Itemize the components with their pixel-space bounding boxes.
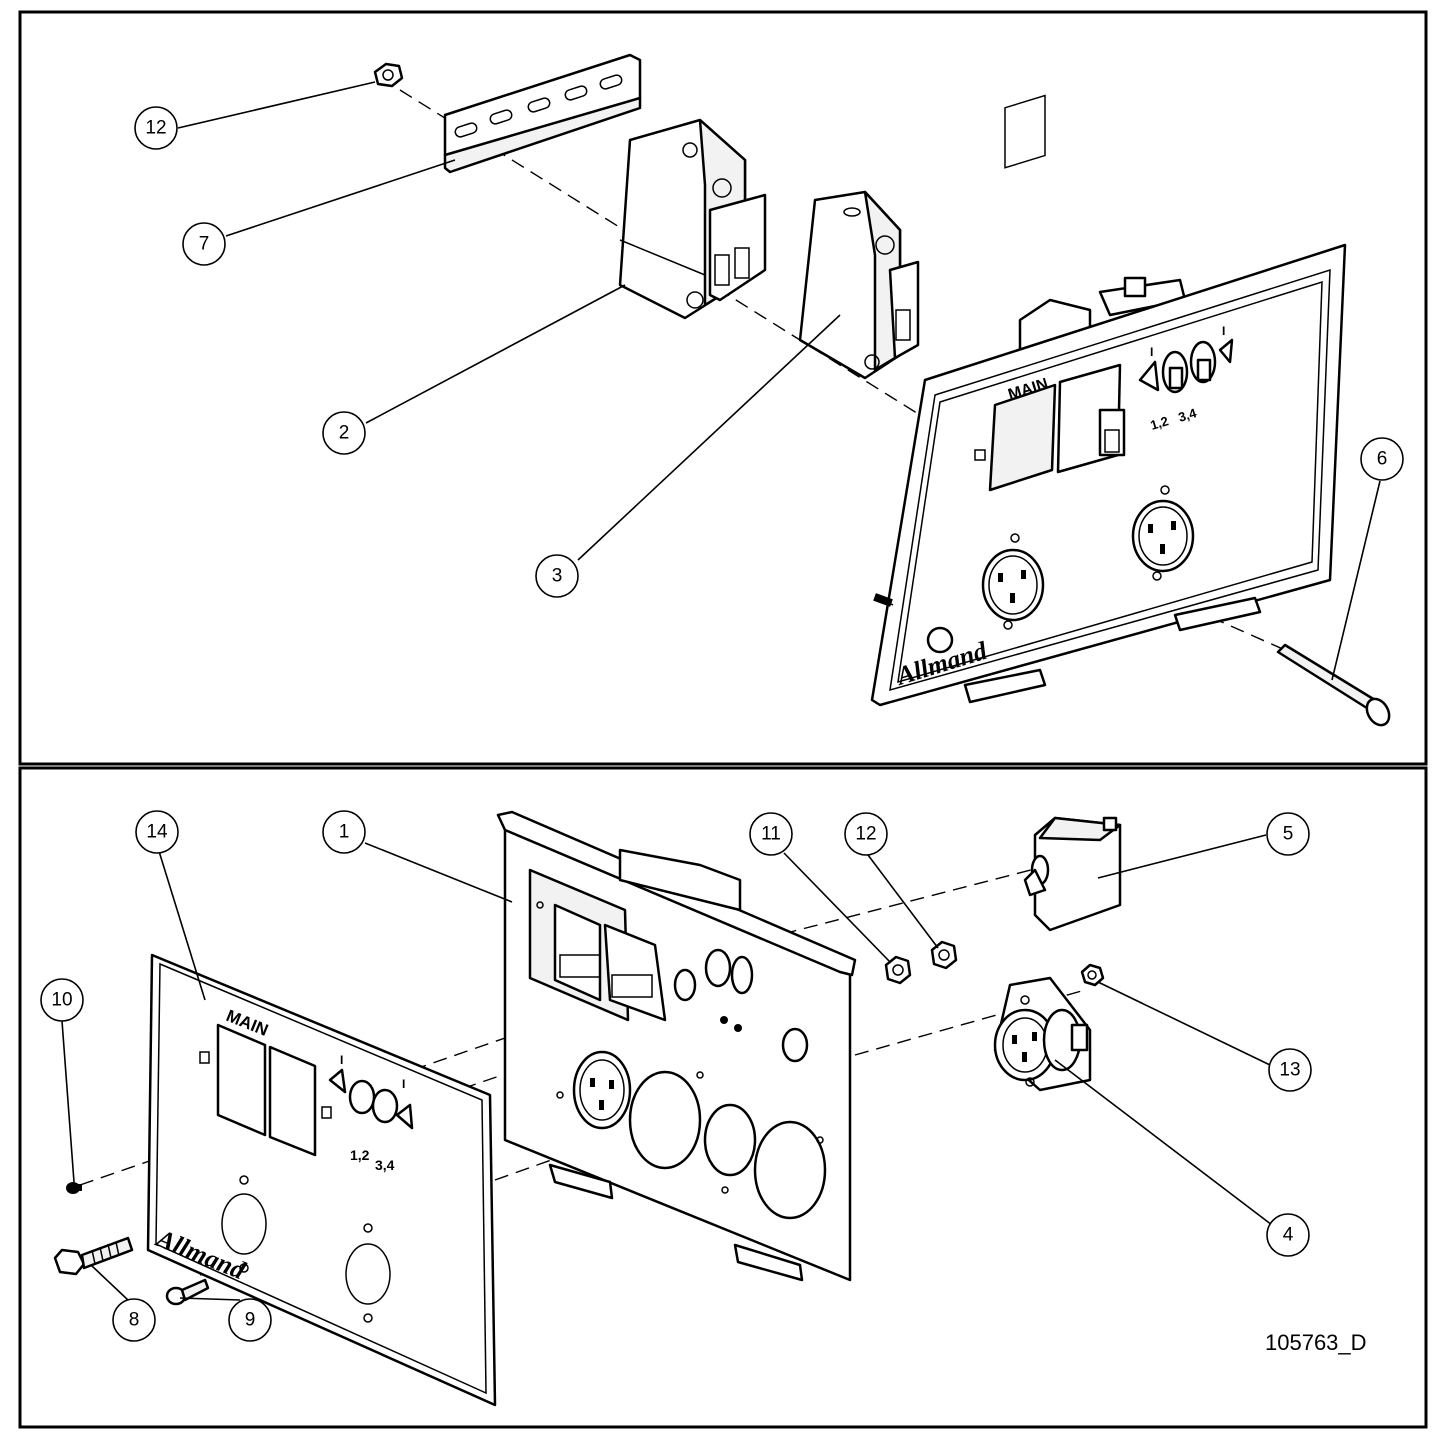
- balloon-1: 1: [322, 810, 366, 854]
- svg-text:2: 2: [339, 423, 350, 444]
- leader-12-top: [177, 81, 376, 129]
- main-panel-part-1: [496, 810, 857, 1282]
- overlay-switch-on-a: I: [340, 1053, 343, 1067]
- nut-part-12-bottom: [930, 940, 958, 970]
- leader-13: [1097, 981, 1271, 1066]
- bolt-part-8: [53, 1236, 134, 1276]
- leader-14: [157, 847, 206, 1001]
- panel-receptacle-right-top: [1131, 485, 1195, 581]
- balloon-5: 5: [1266, 812, 1310, 856]
- top-assembly-view: MAIN 1,2 3,4 I I: [134, 53, 1404, 727]
- leader-3: [577, 314, 841, 561]
- overlay-switch-on-b: I: [402, 1077, 405, 1091]
- balloon-11: 11: [749, 812, 793, 856]
- screw-part-9: [165, 1278, 210, 1306]
- leader-2: [365, 284, 626, 424]
- panel-receptacle-left-top: [981, 533, 1045, 630]
- svg-text:5: 5: [1283, 824, 1294, 845]
- screw-part-10: [66, 1182, 82, 1194]
- leader-10: [61, 1020, 75, 1183]
- svg-text:12: 12: [145, 118, 166, 139]
- panel-circuit-b-top: 3,4: [1176, 405, 1198, 425]
- balloon-9: 9: [228, 1298, 272, 1342]
- svg-text:6: 6: [1377, 449, 1388, 470]
- svg-text:13: 13: [1279, 1060, 1300, 1081]
- overlay-circuit-b: 3,4: [375, 1157, 395, 1173]
- bolt-part-6: [873, 593, 1391, 727]
- svg-text:7: 7: [199, 234, 210, 255]
- svg-text:9: 9: [245, 1310, 256, 1331]
- din-rail-part-7: [443, 53, 642, 174]
- svg-text:1: 1: [339, 822, 350, 843]
- single-breaker-part-3: [798, 190, 920, 380]
- panel-switch-on-b-top: I: [1222, 324, 1225, 338]
- balloon-3: 3: [535, 554, 579, 598]
- svg-text:12: 12: [855, 824, 876, 845]
- svg-text:8: 8: [129, 1310, 140, 1331]
- drawing-number: 105763_D: [1265, 1330, 1367, 1355]
- panel-switch-on-a-top: I: [1150, 345, 1153, 359]
- front-panel-top: MAIN 1,2 3,4 I I: [870, 94, 1347, 707]
- svg-text:4: 4: [1283, 1225, 1294, 1246]
- balloon-4: 4: [1266, 1213, 1310, 1257]
- balloon-13: 13: [1268, 1048, 1312, 1092]
- bottom-assembly-view: MAIN 1,2 3,4 I I Allmand: [40, 810, 1312, 1407]
- svg-text:14: 14: [146, 822, 168, 843]
- svg-text:10: 10: [51, 990, 72, 1011]
- leader-1: [364, 842, 513, 903]
- leader-6: [1331, 480, 1381, 681]
- balloon-2: 2: [322, 411, 366, 455]
- bottom-view-frame: [18, 766, 1428, 1429]
- panel-circuit-a-top: 1,2: [1148, 413, 1170, 433]
- lock-nut-part-11: [884, 955, 912, 985]
- overlay-decal-part-14: MAIN 1,2 3,4 I I Allmand: [146, 953, 497, 1407]
- balloon-6: 6: [1360, 437, 1404, 481]
- leader-5: [1097, 834, 1267, 879]
- balloon-10: 10: [40, 978, 84, 1022]
- svg-text:11: 11: [761, 824, 781, 845]
- double-breaker-part-2: [618, 118, 767, 320]
- leader-12-bottom: [867, 854, 939, 949]
- nut-part-12-top: [373, 62, 404, 88]
- balloon-14: 14: [135, 810, 179, 854]
- leader-7: [225, 159, 456, 237]
- balloon-12-top: 12: [134, 106, 178, 150]
- balloon-7: 7: [182, 222, 226, 266]
- svg-text:3: 3: [552, 566, 563, 587]
- receptacle-part-4: [993, 976, 1092, 1092]
- leader-9: [179, 1297, 241, 1301]
- overlay-circuit-a: 1,2: [350, 1147, 370, 1163]
- toggle-breaker-part-5: [1023, 816, 1122, 932]
- leader-11: [783, 852, 891, 963]
- balloon-8: 8: [112, 1298, 156, 1342]
- balloon-12-bottom: 12: [844, 812, 888, 856]
- top-view-frame: [18, 10, 1428, 766]
- leader-4: [1054, 1059, 1273, 1226]
- leader-8: [91, 1265, 129, 1301]
- nut-part-13: [1080, 963, 1105, 987]
